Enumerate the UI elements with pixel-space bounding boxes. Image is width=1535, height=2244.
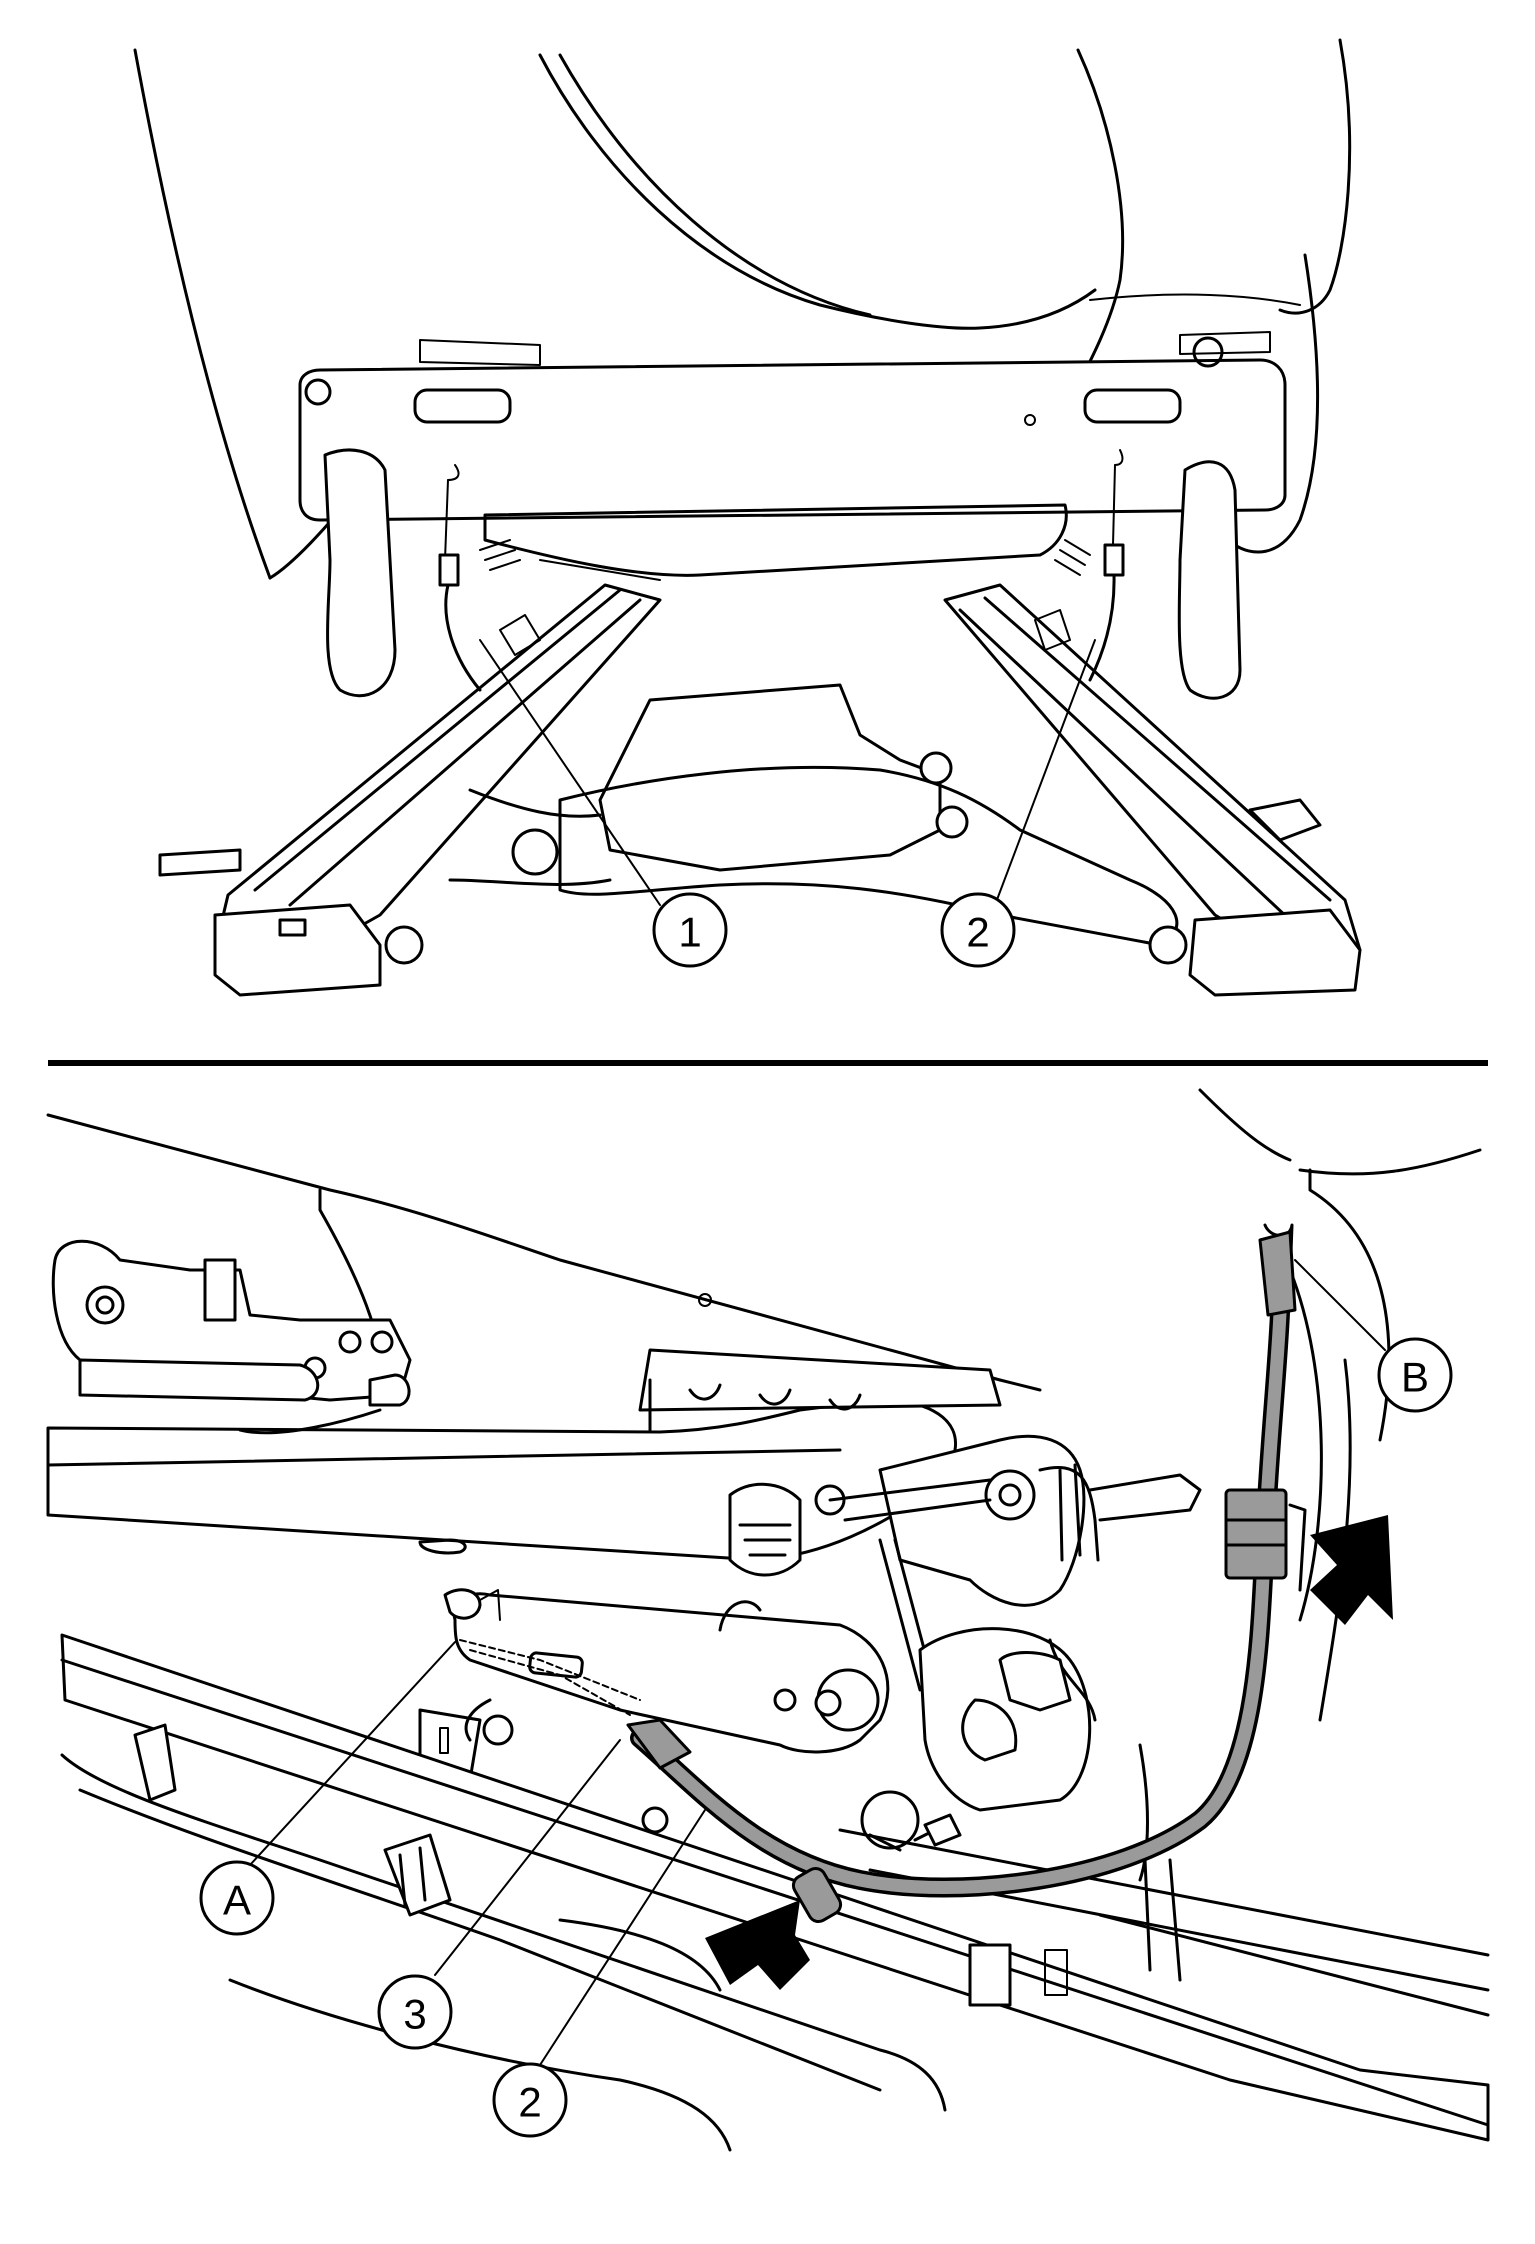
- bottom-callout-b: B: [1377, 1337, 1453, 1413]
- svg-text:A: A: [223, 1877, 251, 1924]
- top-callout-1: 1: [652, 892, 728, 968]
- push-arrow-icon: [1310, 1515, 1393, 1625]
- svg-text:2: 2: [966, 909, 989, 956]
- push-arrow-icon: [705, 1900, 810, 1990]
- svg-text:2: 2: [518, 2079, 541, 2126]
- svg-text:3: 3: [403, 1991, 426, 2038]
- svg-text:1: 1: [678, 909, 701, 956]
- top-callout-2: 2: [940, 892, 1016, 968]
- bottom-callout-3: 3: [377, 1974, 453, 2050]
- bottom-callout-2: 2: [492, 2062, 568, 2138]
- svg-text:B: B: [1401, 1354, 1429, 1401]
- bottom-callout-a: A: [199, 1860, 275, 1936]
- top-view-seat-underside: [133, 38, 1362, 997]
- bottom-view-cable-routing: [46, 1088, 1490, 2152]
